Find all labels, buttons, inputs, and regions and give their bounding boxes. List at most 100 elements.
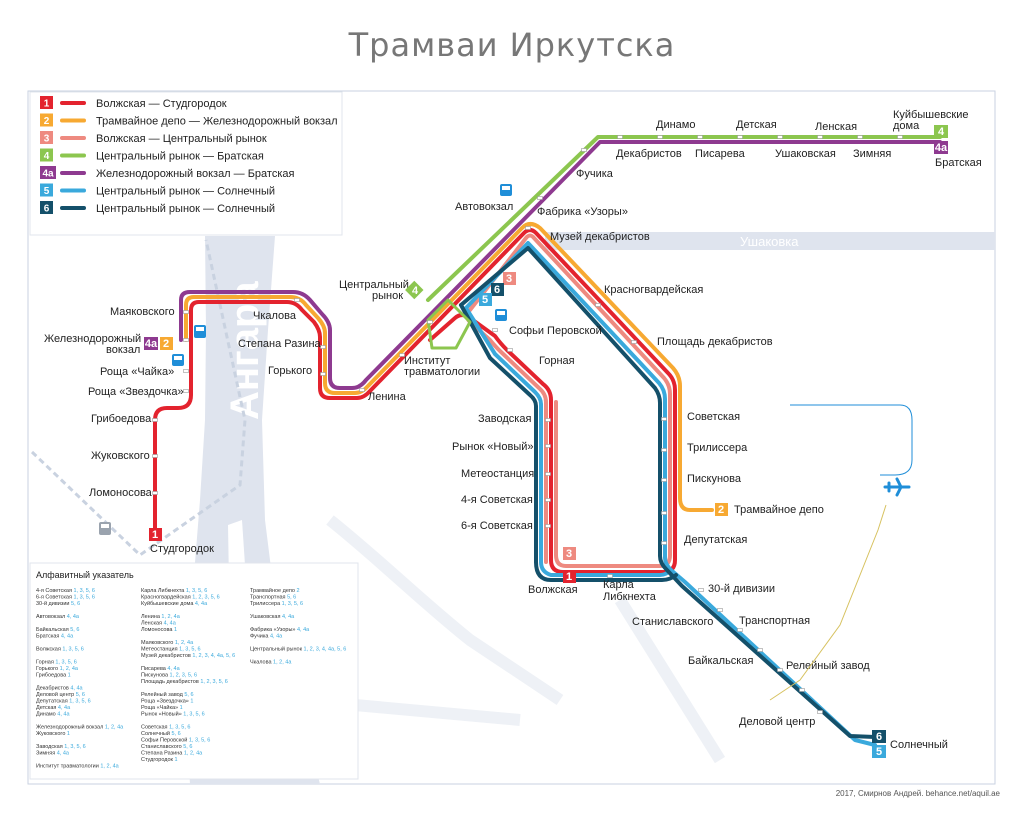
- index-entry[interactable]: Чкалова 1, 2, 4а: [250, 660, 292, 666]
- legend-route-label[interactable]: Трамвайное депо — Железнодорожный вокзал: [96, 116, 338, 128]
- station-karla-2[interactable]: Либкнехта: [603, 591, 657, 603]
- station-piskunova[interactable]: Пискунова: [687, 473, 742, 485]
- station-rynok-novy[interactable]: Рынок «Новый»: [452, 441, 534, 453]
- station-deputatskaya[interactable]: Депутатская: [684, 534, 747, 546]
- badge-4-central[interactable]: [405, 280, 424, 300]
- index-entry[interactable]: Ленина 1, 2, 4а: [141, 614, 181, 620]
- index-entry[interactable]: Куйбышевские дома 4, 4а: [141, 600, 208, 607]
- station-lenina[interactable]: Ленина: [368, 391, 407, 403]
- legend-route-label[interactable]: Центральный рынок — Солнечный: [96, 203, 275, 215]
- index-entry[interactable]: 4-я Советская 1, 3, 5, 6: [36, 588, 95, 594]
- index-entry[interactable]: Роща «Чайка» 1: [141, 704, 183, 711]
- index-entry[interactable]: Автовокзал 4, 4а: [36, 614, 80, 620]
- station-central-2[interactable]: рынок: [372, 290, 403, 302]
- index-entry[interactable]: Маяковского 1, 2, 4а: [141, 640, 194, 646]
- station-griboedova[interactable]: Грибоедова: [91, 413, 152, 425]
- station-zhd-2[interactable]: вокзал: [106, 344, 140, 356]
- badge-3-volzhskaya[interactable]: [563, 547, 576, 560]
- legend-route-label[interactable]: Волжская — Студгородок: [96, 98, 227, 110]
- station-muzei[interactable]: Музей декабристов: [550, 231, 650, 243]
- badge-2-zhd[interactable]: [160, 337, 173, 350]
- station-zavodskaya[interactable]: Заводская: [478, 413, 531, 425]
- station-lomonosova[interactable]: Ломоносова: [89, 487, 153, 499]
- index-entry[interactable]: Железнодорожный вокзал 1, 2, 4а: [36, 724, 124, 731]
- index-entry[interactable]: Фучика 4, 4а: [250, 634, 283, 640]
- index-entry[interactable]: Детская 4, 4а: [36, 705, 71, 711]
- station-krasnogvard[interactable]: Красногвардейская: [604, 284, 703, 296]
- badge-4a-zhd[interactable]: [144, 337, 158, 350]
- index-entry[interactable]: Степана Разина 1, 2, 4а: [141, 751, 203, 757]
- station-karla-1[interactable]: Карла: [603, 579, 635, 591]
- badge-4-bratskaya[interactable]: [934, 125, 948, 138]
- badge-5-central[interactable]: [479, 293, 492, 306]
- index-entry[interactable]: Деловой центр 5, 6: [36, 691, 85, 698]
- station-kuibyshev-2[interactable]: дома: [893, 120, 920, 132]
- index-entry[interactable]: Софьи Перовской 1, 3, 5, 6: [141, 737, 210, 744]
- index-entry[interactable]: Трамвайное депо 2: [250, 587, 300, 594]
- index-entry[interactable]: Депутатская 1, 3, 5, 6: [36, 699, 91, 705]
- index-entry[interactable]: Писарева 4, 4а: [141, 666, 181, 672]
- index-entry[interactable]: Станиславского 5, 6: [141, 744, 192, 750]
- station-sovetskaya[interactable]: Советская: [687, 411, 740, 423]
- legend-route-label[interactable]: Железнодорожный вокзал — Братская: [96, 168, 295, 180]
- badge-4a-bratskaya[interactable]: [934, 141, 948, 154]
- station-institut-2[interactable]: травматологии: [404, 366, 480, 378]
- index-entry[interactable]: Жуковского 1: [36, 731, 70, 737]
- index-entry[interactable]: Декабристов 4, 4а: [36, 686, 84, 692]
- index-entry[interactable]: Карла Либкнехта 1, 3, 5, 6: [141, 588, 207, 594]
- station-baikal[interactable]: Байкальская: [688, 655, 753, 667]
- index-entry[interactable]: Площадь декабристов 1, 2, 3, 5, 6: [141, 679, 228, 685]
- index-entry[interactable]: Солнечный 5, 6: [141, 730, 181, 737]
- station-studgorodok[interactable]: Студгородок: [150, 543, 214, 555]
- index-entry[interactable]: Грибоедова 1: [36, 673, 71, 679]
- station-razina[interactable]: Степана Разина: [238, 338, 322, 350]
- index-entry[interactable]: Институт травматологии 1, 2, 4а: [36, 764, 120, 770]
- station-volzhskaya[interactable]: Волжская: [528, 584, 578, 596]
- index-entry[interactable]: Ленская 4, 4а: [141, 621, 177, 627]
- index-entry[interactable]: Релейный завод 5, 6: [141, 691, 194, 698]
- index-entry[interactable]: Красногвардейская 1, 2, 3, 5, 6: [141, 594, 220, 601]
- index-entry[interactable]: Музей декабристов 1, 2, 3, 4, 4а, 5, 6: [141, 652, 235, 659]
- station-central-1[interactable]: Центральный: [339, 279, 409, 291]
- index-entry[interactable]: Волжская 1, 3, 5, 6: [36, 647, 84, 653]
- index-entry[interactable]: Ушаковская 4, 4а: [250, 614, 295, 620]
- legend-route-label[interactable]: Волжская — Центральный рынок: [96, 133, 267, 145]
- legend-route-label[interactable]: Центральный рынок — Братская: [96, 151, 264, 163]
- station-ushakovskaya[interactable]: Ушаковская: [775, 148, 836, 160]
- index-entry[interactable]: Трилиссера 1, 3, 5, 6: [250, 601, 303, 607]
- index-entry[interactable]: Динамо 4, 4а: [36, 712, 70, 718]
- index-entry[interactable]: Заводская 1, 3, 5, 6: [36, 744, 86, 750]
- station-gornaya[interactable]: Горная: [539, 355, 575, 367]
- index-entry[interactable]: 30-й дивизии 5, 6: [36, 600, 80, 607]
- index-entry[interactable]: Братская 4, 4а: [36, 634, 74, 640]
- station-kuibyshev-1[interactable]: Куйбышевские: [893, 109, 969, 121]
- station-detskaya[interactable]: Детская: [736, 119, 777, 131]
- station-chaika[interactable]: Роща «Чайка»: [100, 366, 174, 378]
- station-fabrika[interactable]: Фабрика «Узоры»: [537, 206, 628, 218]
- index-entry[interactable]: 6-я Советская 1, 3, 5, 6: [36, 595, 95, 601]
- station-bratskaya[interactable]: Братская: [935, 157, 982, 169]
- station-transport[interactable]: Транспортная: [739, 615, 810, 627]
- index-entry[interactable]: Горького 1, 2, 4а: [36, 666, 79, 672]
- station-trilissera[interactable]: Трилиссера: [687, 442, 748, 454]
- station-sofia[interactable]: Софьи Перовской: [509, 325, 602, 337]
- station-depo[interactable]: Трамвайное депо: [734, 504, 824, 516]
- station-zvezdochka[interactable]: Роща «Звездочка»: [88, 386, 184, 398]
- station-releiny[interactable]: Релейный завод: [786, 660, 870, 672]
- index-entry[interactable]: Пискунова 1, 2, 3, 5, 6: [141, 673, 197, 679]
- badge-2-depo[interactable]: [715, 503, 728, 516]
- badge-6-solnechny[interactable]: [872, 730, 886, 743]
- index-entry[interactable]: Рынок «Новый» 1, 3, 5, 6: [141, 711, 205, 718]
- station-dinamo[interactable]: Динамо: [656, 119, 695, 131]
- index-entry[interactable]: Советская 1, 3, 5, 6: [141, 725, 190, 731]
- index-entry[interactable]: Транспортная 5, 6: [250, 595, 296, 601]
- badge-5-solnechny[interactable]: [872, 745, 886, 758]
- index-entry[interactable]: Фабрика «Узоры» 4, 4а: [250, 627, 310, 633]
- station-sov4[interactable]: 4-я Советская: [461, 494, 533, 506]
- station-mayakovskogo[interactable]: Маяковского: [110, 306, 175, 318]
- badge-1-volzhskaya[interactable]: [563, 570, 576, 583]
- station-stanislav[interactable]: Станиславского: [632, 616, 713, 628]
- station-pisareva[interactable]: Писарева: [695, 148, 746, 160]
- badge-6-central[interactable]: [491, 283, 504, 296]
- station-zhd-1[interactable]: Железнодорожный: [44, 333, 141, 345]
